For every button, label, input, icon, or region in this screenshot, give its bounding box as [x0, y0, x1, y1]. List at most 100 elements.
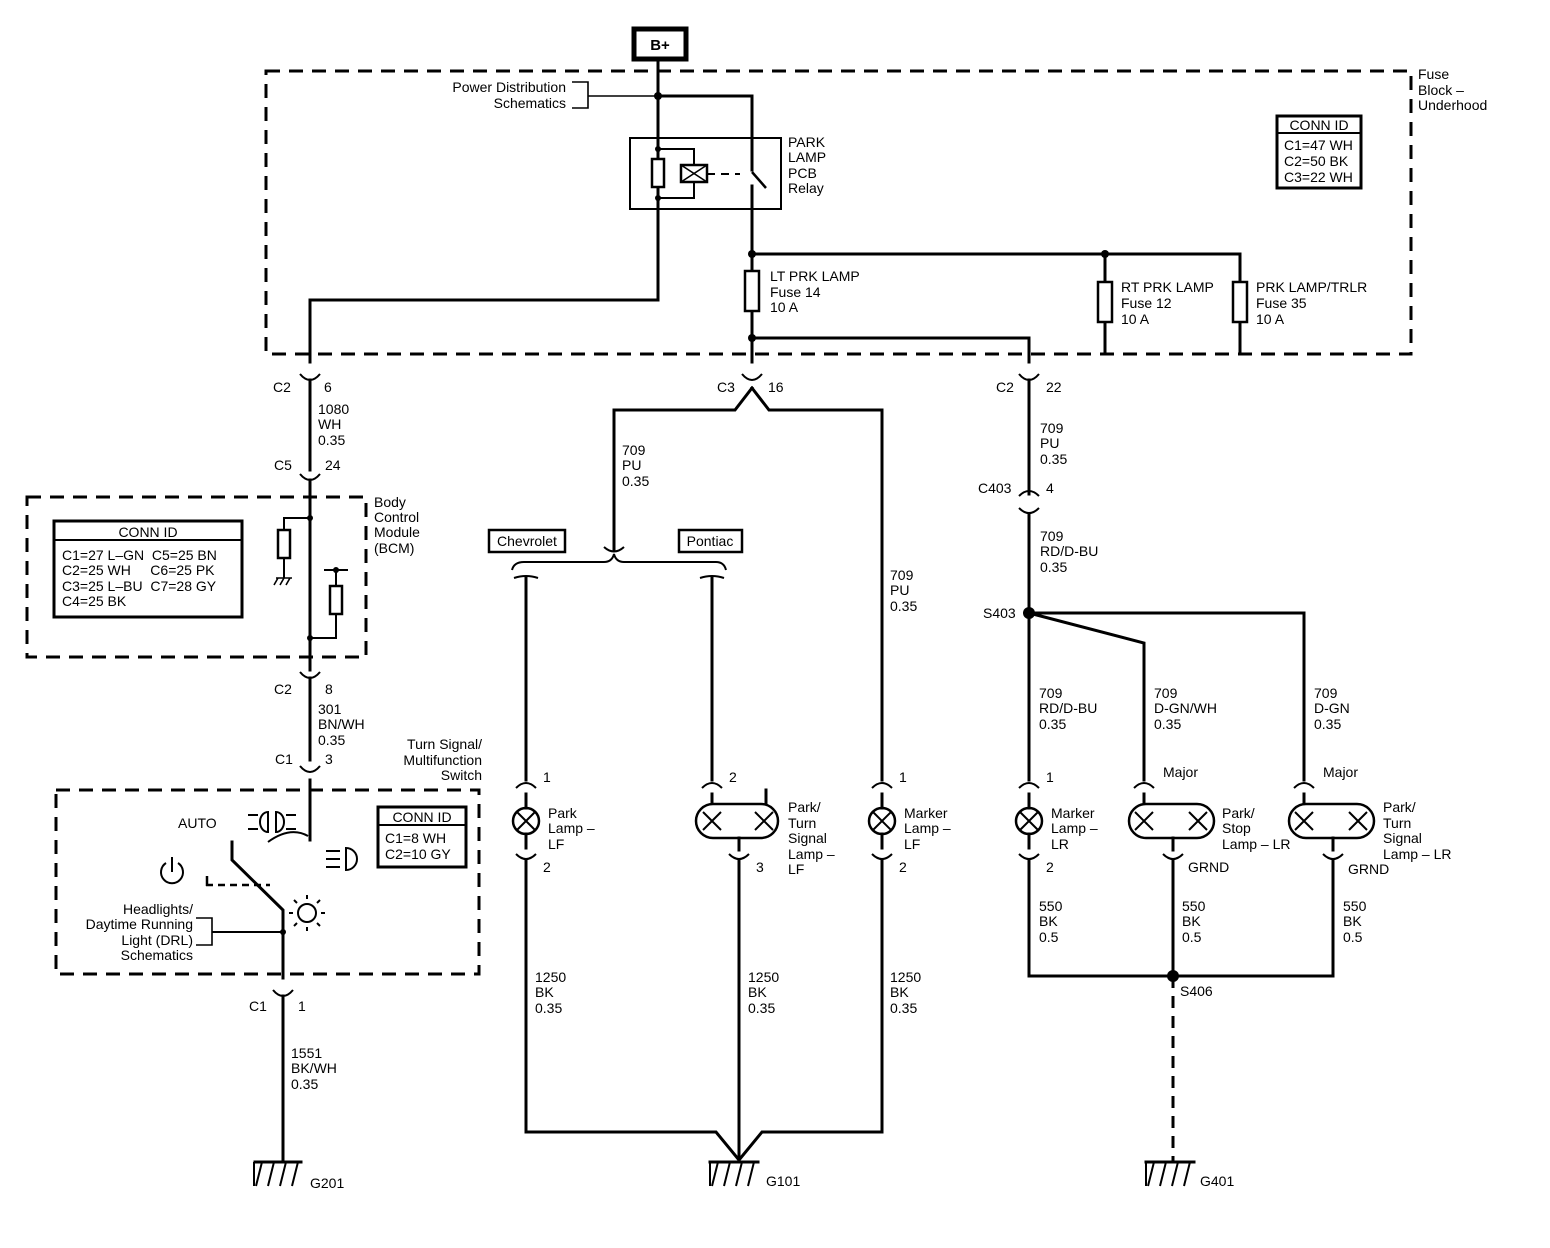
- svg-text:BK: BK: [535, 984, 554, 1000]
- svg-text:1: 1: [1046, 769, 1054, 785]
- svg-text:Lamp – LR: Lamp – LR: [1222, 836, 1290, 852]
- parking-lamp-icon: [248, 810, 296, 834]
- wire-550-c-label: 550 BK 0.5: [1343, 898, 1367, 945]
- headlamp-icon: [326, 846, 358, 872]
- svg-text:LF: LF: [904, 836, 920, 852]
- svg-text:709: 709: [890, 567, 914, 583]
- svg-text:10 A: 10 A: [1256, 311, 1285, 327]
- svg-text:0.35: 0.35: [1314, 716, 1341, 732]
- svg-text:C3=22 WH: C3=22 WH: [1284, 169, 1353, 185]
- svg-text:22: 22: [1046, 379, 1062, 395]
- svg-text:C3: C3: [717, 379, 735, 395]
- svg-text:Signal: Signal: [788, 830, 827, 846]
- svg-text:Turn Signal/: Turn Signal/: [407, 736, 482, 752]
- svg-text:16: 16: [768, 379, 784, 395]
- switch-auto-label: AUTO: [178, 815, 217, 831]
- ground-g401: G401: [1144, 1160, 1234, 1189]
- fuse-block-title: Fuse Block – Underhood: [1418, 66, 1487, 113]
- svg-text:D-GN/WH: D-GN/WH: [1154, 700, 1217, 716]
- svg-text:2: 2: [899, 859, 907, 875]
- svg-text:Park/: Park/: [1222, 805, 1255, 821]
- switch-conn-id: CONN ID C1=8 WH C2=10 GY: [376, 805, 468, 869]
- svg-text:Lamp –: Lamp –: [548, 820, 595, 836]
- wire-1250-a-label: 1250 BK 0.35: [535, 969, 566, 1016]
- svg-text:BK/WH: BK/WH: [291, 1060, 337, 1076]
- splice-s406: S406: [1167, 970, 1213, 999]
- splice-s403: S403: [983, 605, 1035, 621]
- svg-text:0.35: 0.35: [1154, 716, 1181, 732]
- svg-text:Park/: Park/: [1383, 799, 1416, 815]
- wire-1250-c-label: 1250 BK 0.35: [890, 969, 921, 1016]
- connector-c2-6: C2 6: [273, 373, 332, 395]
- svg-text:709: 709: [1040, 420, 1064, 436]
- svg-text:BK: BK: [890, 984, 909, 1000]
- svg-text:(BCM): (BCM): [374, 540, 414, 556]
- svg-text:Underhood: Underhood: [1418, 97, 1487, 113]
- fuse-block-conn-id: CONN ID C1=47 WH C2=50 BK C3=22 WH: [1275, 114, 1363, 190]
- svg-text:Schematics: Schematics: [121, 947, 193, 963]
- svg-text:Fuse 14: Fuse 14: [770, 284, 821, 300]
- center-ground-wires: [524, 858, 884, 1164]
- battery-positive-terminal: B+: [631, 26, 689, 62]
- svg-text:LT PRK LAMP: LT PRK LAMP: [770, 268, 860, 284]
- svg-text:4: 4: [1046, 480, 1054, 496]
- svg-text:10 A: 10 A: [1121, 311, 1150, 327]
- wire-550-a-label: 550 BK 0.5: [1039, 898, 1063, 945]
- svg-text:24: 24: [325, 457, 341, 473]
- svg-text:550: 550: [1039, 898, 1063, 914]
- wire-1551-label: 1551 BK/WH 0.35: [291, 1045, 337, 1092]
- wire-709-rdbu-a-label: 709 RD/D-BU 0.35: [1040, 528, 1098, 575]
- svg-text:CONN ID: CONN ID: [392, 809, 451, 825]
- svg-text:0.35: 0.35: [318, 732, 345, 748]
- svg-text:8: 8: [325, 681, 333, 697]
- svg-text:1: 1: [543, 769, 551, 785]
- svg-text:C2: C2: [274, 681, 292, 697]
- lt-prk-lamp-to-c2-22: [748, 334, 1031, 364]
- svg-text:Fuse: Fuse: [1418, 66, 1449, 82]
- drl-lamp-icon: [289, 895, 325, 931]
- fuse-prk-lamp-trlr: PRK LAMP/TRLR Fuse 35 10 A: [1231, 279, 1367, 327]
- wire-709-pu-b-label: 709 PU 0.35: [1040, 420, 1067, 467]
- connector-c3-16: C3 16: [717, 373, 784, 395]
- svg-text:Switch: Switch: [441, 767, 482, 783]
- svg-text:G101: G101: [766, 1173, 800, 1189]
- svg-text:C5: C5: [274, 457, 292, 473]
- fuse-lt-prk-lamp: LT PRK LAMP Fuse 14 10 A: [743, 252, 860, 364]
- svg-text:0.35: 0.35: [890, 1000, 917, 1016]
- park-turn-signal-lamp-lf: 2 3 Park/ Turn Signal Lamp – LF: [694, 769, 835, 877]
- wire-709-dgn-label: 709 D-GN 0.35: [1314, 685, 1350, 732]
- park-lamp-lf: 1 2 Park Lamp – LF: [511, 769, 595, 875]
- wire-1250-b-label: 1250 BK 0.35: [748, 969, 779, 1016]
- svg-text:C2: C2: [273, 379, 291, 395]
- svg-text:709: 709: [1039, 685, 1063, 701]
- svg-text:C2=25 WH C6=25 PK: C2=25 WH C6=25 PK: [62, 562, 215, 578]
- svg-text:C3=25 L–BU C7=28 GY: C3=25 L–BU C7=28 GY: [62, 578, 217, 594]
- ground-g101: G101: [708, 1160, 800, 1189]
- connector-c403-4: C403 4: [978, 480, 1054, 514]
- svg-text:0.35: 0.35: [1040, 559, 1067, 575]
- wire-709-pu-a-label: 709 PU 0.35: [622, 442, 649, 489]
- power-distribution-reference: Power Distribution Schematics: [452, 79, 656, 111]
- svg-text:Light (DRL): Light (DRL): [121, 932, 193, 948]
- fuse-rt-prk-lamp: RT PRK LAMP Fuse 12 10 A: [1096, 279, 1214, 327]
- connector-c5-24: C5 24: [274, 457, 341, 481]
- option-chevrolet: Chevrolet: [487, 528, 567, 554]
- svg-text:C2=50 BK: C2=50 BK: [1284, 153, 1349, 169]
- svg-text:D-GN: D-GN: [1314, 700, 1350, 716]
- wire-709-rdbu-b-label: 709 RD/D-BU 0.35: [1039, 685, 1097, 732]
- svg-text:Major: Major: [1163, 764, 1198, 780]
- wire-301-label: 301 BN/WH 0.35: [318, 701, 365, 748]
- svg-text:S403: S403: [983, 605, 1016, 621]
- svg-text:GRND: GRND: [1188, 859, 1229, 875]
- power-off-icon: [160, 857, 184, 885]
- bcm-internal-circuit: [273, 478, 348, 672]
- option-pontiac: Pontiac: [677, 528, 744, 554]
- svg-text:0.5: 0.5: [1039, 929, 1059, 945]
- svg-text:1080: 1080: [318, 401, 349, 417]
- svg-text:CONN ID: CONN ID: [118, 524, 177, 540]
- svg-text:RD/D-BU: RD/D-BU: [1040, 543, 1098, 559]
- svg-text:10 A: 10 A: [770, 299, 799, 315]
- svg-text:C2=10 GY: C2=10 GY: [385, 846, 451, 862]
- svg-text:709: 709: [622, 442, 646, 458]
- wire-709-dgnwh-label: 709 D-GN/WH 0.35: [1154, 685, 1217, 732]
